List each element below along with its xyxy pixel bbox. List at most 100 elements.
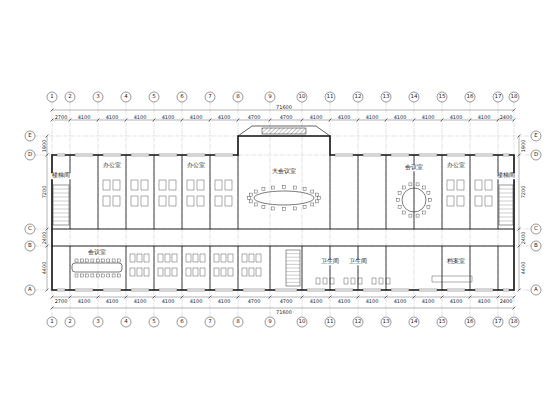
chair bbox=[283, 186, 286, 189]
desk bbox=[137, 268, 142, 276]
axis-number: 1 bbox=[50, 319, 54, 325]
chair bbox=[91, 274, 94, 277]
dimension-tick bbox=[469, 296, 472, 299]
window bbox=[159, 289, 177, 291]
room-name: 办公室 bbox=[102, 163, 122, 169]
dimension-text: 4100 bbox=[78, 114, 91, 119]
axis-number: 10 bbox=[299, 319, 306, 325]
dimension-text: 4100 bbox=[338, 298, 351, 303]
axis-number: 5 bbox=[152, 319, 156, 325]
toilet-fixture bbox=[386, 278, 390, 284]
axis-bubble bbox=[493, 317, 503, 327]
window bbox=[363, 289, 381, 291]
dimension-tick bbox=[46, 135, 49, 138]
dimension-text: 4100 bbox=[394, 298, 407, 303]
axis-bubble bbox=[121, 92, 131, 102]
axis-number: 16 bbox=[467, 319, 474, 325]
axis-number: 6 bbox=[180, 94, 184, 100]
dimension-tick bbox=[51, 109, 54, 112]
axis-number: 14 bbox=[411, 319, 418, 325]
axis-bubble bbox=[205, 92, 215, 102]
axis-number: 17 bbox=[495, 94, 502, 100]
chair bbox=[427, 192, 430, 195]
partition bbox=[182, 155, 183, 229]
axis-bubble bbox=[465, 317, 475, 327]
dimension-tick bbox=[46, 289, 49, 292]
desk bbox=[447, 196, 454, 206]
toilet-fixture bbox=[358, 278, 362, 284]
stair-tread bbox=[499, 217, 513, 218]
desk bbox=[130, 254, 135, 262]
axis-number: 18 bbox=[511, 319, 518, 325]
dimension-tick bbox=[441, 119, 444, 122]
dimension-line bbox=[519, 136, 520, 290]
desk bbox=[485, 180, 492, 190]
desk bbox=[130, 268, 135, 276]
axis-bubble bbox=[205, 317, 215, 327]
axis-bubble bbox=[149, 317, 159, 327]
dimension-tick bbox=[237, 296, 240, 299]
partition bbox=[358, 155, 359, 229]
stair-tread bbox=[53, 213, 69, 214]
desk bbox=[249, 268, 254, 276]
axis-bubble bbox=[65, 317, 75, 327]
axis-number: 5 bbox=[152, 94, 156, 100]
chair bbox=[303, 205, 306, 208]
axis-line bbox=[98, 102, 99, 317]
axis-line bbox=[358, 102, 359, 317]
axis-bubble bbox=[47, 317, 57, 327]
furniture bbox=[72, 180, 492, 284]
room-name: 档案室 bbox=[446, 259, 466, 265]
desk bbox=[242, 254, 247, 262]
dimension-text: 4100 bbox=[106, 114, 119, 119]
corridor-wall bbox=[52, 246, 514, 247]
axis-bubble bbox=[149, 92, 159, 102]
chair bbox=[272, 207, 275, 210]
desk bbox=[447, 180, 454, 190]
partition bbox=[70, 155, 71, 229]
window bbox=[475, 289, 493, 291]
window bbox=[447, 154, 465, 156]
axis-bubble bbox=[325, 317, 335, 327]
stair-tread bbox=[499, 197, 513, 198]
desk bbox=[457, 196, 464, 206]
dimension-tick bbox=[46, 154, 49, 157]
partition bbox=[154, 155, 155, 229]
dimension-text: 4700 bbox=[280, 114, 293, 119]
partition bbox=[442, 155, 443, 229]
dimension-tick bbox=[329, 119, 332, 122]
axis-number: 13 bbox=[383, 94, 390, 100]
dimension-text: 7200 bbox=[520, 186, 525, 199]
chair bbox=[398, 205, 401, 208]
archive-shelf bbox=[432, 276, 472, 282]
stair-tread bbox=[286, 282, 300, 283]
axis-letter: A bbox=[534, 287, 538, 293]
desk bbox=[172, 268, 177, 276]
dimension-tick bbox=[69, 119, 72, 122]
window bbox=[419, 289, 437, 291]
axis-bubble bbox=[297, 92, 307, 102]
partition bbox=[386, 155, 387, 229]
stair-tread bbox=[286, 275, 300, 276]
axis-line bbox=[35, 229, 531, 230]
window bbox=[503, 154, 509, 156]
dimension-tick bbox=[357, 119, 360, 122]
dimension-tick bbox=[518, 228, 521, 231]
chair bbox=[272, 186, 275, 189]
desk bbox=[137, 254, 142, 262]
dimension-tick bbox=[413, 119, 416, 122]
dimension-tick bbox=[385, 119, 388, 122]
desk bbox=[225, 196, 232, 206]
dimension-tick bbox=[513, 119, 516, 122]
desk bbox=[144, 268, 149, 276]
chair bbox=[403, 186, 406, 189]
dimension-text: 4100 bbox=[450, 114, 463, 119]
chair bbox=[262, 188, 265, 191]
desk bbox=[200, 254, 205, 262]
window bbox=[243, 289, 265, 291]
axis-bubble bbox=[265, 317, 275, 327]
window bbox=[419, 154, 437, 156]
skylight bbox=[262, 128, 306, 134]
axis-number: 11 bbox=[327, 319, 334, 325]
dimension-text: 2400 bbox=[500, 298, 513, 303]
